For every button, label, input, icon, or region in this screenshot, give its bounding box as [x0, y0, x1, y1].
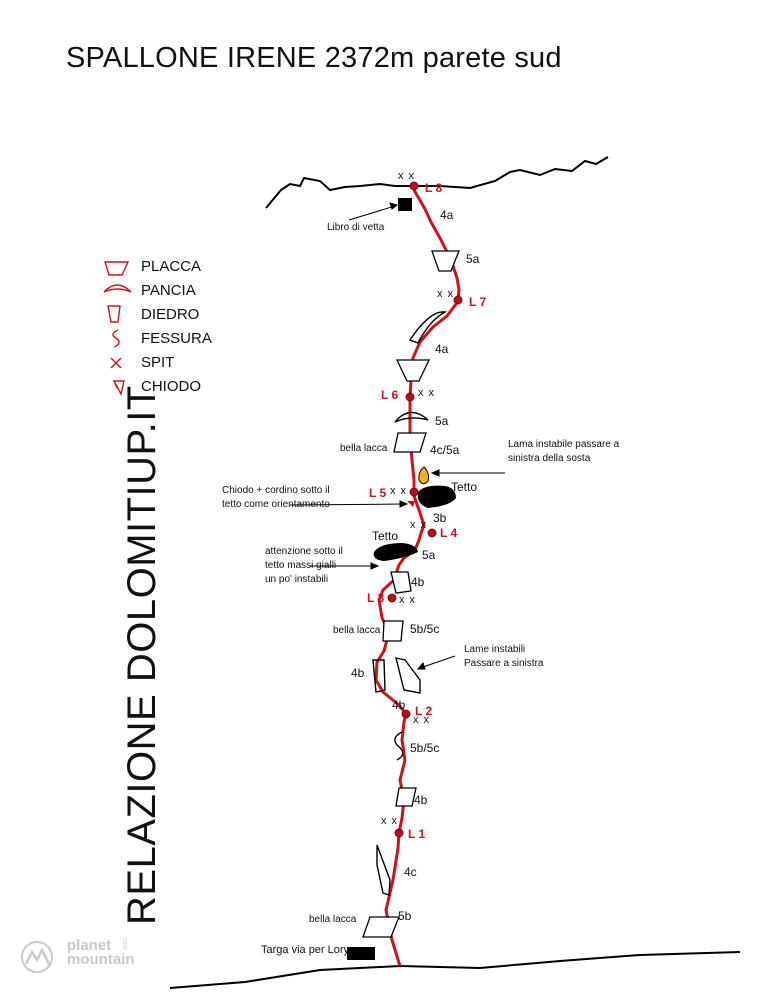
chiodo-icon [407, 501, 415, 507]
logo-line2: mountain [67, 951, 135, 968]
grade-label: 5b [398, 909, 412, 923]
logo-suffix: com [121, 937, 128, 951]
placca-icon [395, 359, 431, 382]
legend-diedro-icon [107, 305, 121, 323]
planetmountain-logo: planet mountain [67, 937, 135, 968]
note-lame-instabili: Lame instabili Passare a sinistra [464, 644, 544, 669]
grade-label: 4b [351, 666, 365, 680]
note-lama-instabile: Lama instabile passare a sinistra della … [508, 439, 620, 464]
placca-icon [362, 916, 400, 938]
belay-label: L 3 [367, 591, 385, 605]
placca-icon [390, 571, 412, 594]
grade-label: 5a [435, 414, 449, 428]
legend-label-placca: PLACCA [141, 258, 202, 275]
belay-label: L 2 [415, 704, 433, 718]
legend-label-spit: SPIT [141, 354, 175, 371]
roof-icon [417, 485, 456, 508]
placca-icon [393, 432, 427, 453]
note-bella-lacca: bella lacca [333, 625, 381, 636]
belay-label: L 5 [369, 486, 387, 500]
legend-spit-icon [110, 357, 122, 369]
planetmountain-logo-icon [21, 941, 53, 973]
spit-mark: x x [399, 594, 417, 606]
note-libro-di-vetta: Libro di vetta [327, 222, 385, 233]
belay-dot-l6 [405, 392, 415, 402]
note-chiodo-cordino: Chiodo + cordino sotto il tetto come ori… [222, 485, 330, 510]
spit-mark: x x [410, 519, 428, 531]
diedro-icon [395, 657, 421, 694]
grade-label: 3b [433, 511, 447, 525]
logo-line1: planet [67, 937, 112, 954]
note-tetto: Tetto [451, 480, 478, 494]
fessura-icon [394, 731, 404, 761]
spit-mark: x x [381, 815, 399, 827]
legend-label-chiodo: CHIODO [141, 378, 201, 395]
grade-label: 5a [422, 548, 436, 562]
ground-line [169, 951, 741, 989]
note-attenzione: attenzione sotto il tetto massi gialli u… [265, 546, 343, 585]
legend-fessura-icon [112, 329, 120, 348]
belay-label: L 7 [469, 295, 487, 309]
spit-mark: x x [413, 714, 431, 726]
diedro-icon [376, 844, 391, 896]
pancia-icon [394, 411, 429, 423]
placca-icon [431, 250, 460, 272]
spit-mark: x x [390, 485, 408, 497]
grade-label: 5a [466, 252, 480, 266]
belay-dot-l8 [409, 181, 419, 191]
plaque-icon [347, 947, 375, 960]
grade-label: 4a [435, 342, 449, 356]
diedro-icon [408, 311, 448, 344]
legend-placca-icon [104, 261, 130, 276]
lama-icon [418, 466, 429, 485]
belay-label: L 6 [381, 388, 399, 402]
grade-label: 4b [411, 575, 425, 589]
grade-label: 4b [392, 698, 406, 712]
grade-label: 4b [414, 793, 428, 807]
legend-label-fessura: FESSURA [141, 330, 212, 347]
note-tetto: Tetto [372, 529, 399, 543]
belay-dot-l7 [453, 295, 463, 305]
spit-mark: x x [437, 288, 455, 300]
note-bella-lacca: bella lacca [309, 914, 357, 925]
placca-icon [382, 620, 404, 642]
spit-mark: x x [418, 387, 436, 399]
note-bella-lacca: bella lacca [340, 443, 388, 454]
summit-book-icon [398, 198, 412, 211]
grade-label: 4c/5a [430, 443, 460, 457]
placca-icon [395, 787, 417, 807]
diedro-icon [372, 659, 386, 693]
roof-icon [373, 543, 418, 561]
legend-label-pancia: PANCIA [141, 282, 196, 299]
belay-label: L 8 [425, 181, 443, 195]
belay-dot-l4 [427, 528, 437, 538]
legend-chiodo-icon [112, 380, 125, 396]
grade-label: 5b/5c [410, 622, 440, 636]
belay-label: L 4 [440, 526, 458, 540]
belay-dot-l5 [409, 487, 419, 497]
belay-dot-l2 [401, 709, 411, 719]
spit-mark: x x [398, 170, 416, 182]
legend-label-diedro: DIEDRO [141, 306, 200, 323]
belay-label: L 1 [408, 827, 426, 841]
belay-dot-l1 [394, 828, 404, 838]
grade-label: 4c [404, 865, 417, 879]
page-title: SPALLONE IRENE 2372m parete sud [66, 42, 562, 74]
belay-dot-l3 [387, 593, 397, 603]
note-targa: Targa via per Lory [261, 944, 350, 956]
legend-pancia-icon [103, 284, 132, 293]
grade-label: 4a [440, 208, 454, 222]
grade-label: 5b/5c [410, 741, 440, 755]
